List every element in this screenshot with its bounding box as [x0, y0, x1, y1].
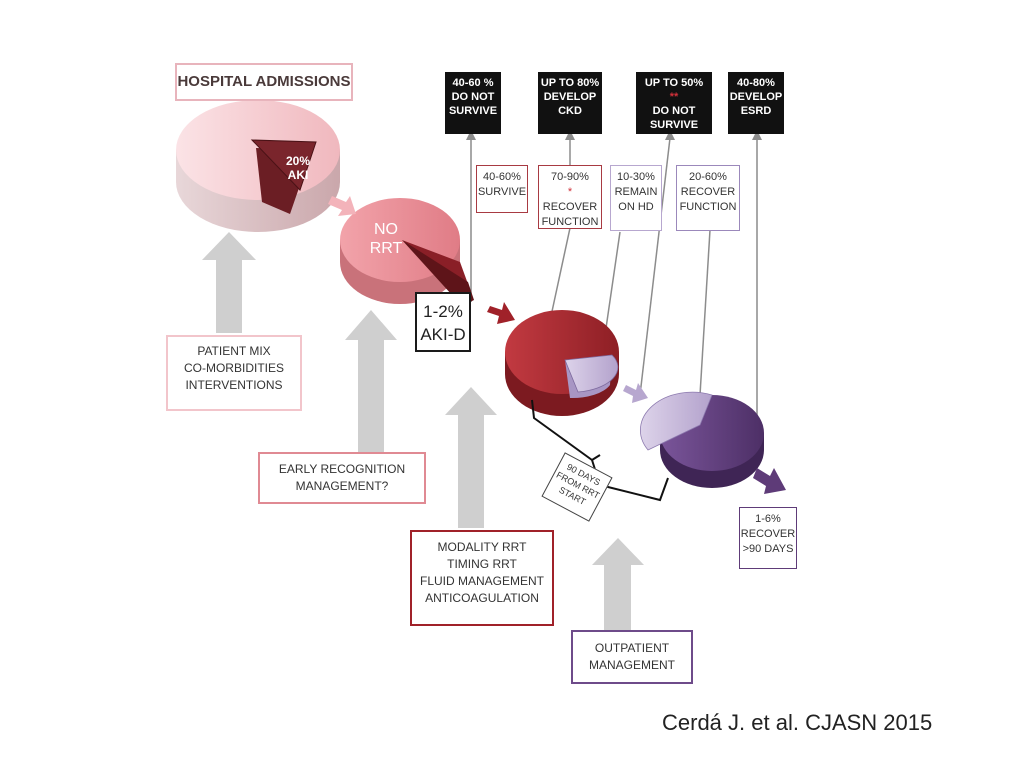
up-arrow-outpatient [592, 538, 644, 630]
up-arrow-modality [445, 387, 497, 528]
up-arrow-patient [202, 232, 256, 333]
arrow-aki-to-norrt [328, 196, 356, 216]
connector-lines [470, 137, 758, 425]
label-aki: 20% AKI [285, 154, 311, 182]
label-no-rrt-line1: NO [374, 221, 398, 238]
arrow-90d-to-recover [753, 468, 786, 494]
up-arrow-early [345, 310, 397, 453]
arrow-akid-to-90d [623, 383, 648, 403]
citation: Cerdá J. et al. CJASN 2015 [662, 710, 933, 735]
pie-no-rrt [340, 198, 474, 306]
progression-arrows [328, 196, 786, 494]
connector-arrowheads [466, 130, 762, 140]
pie-aki-d [505, 310, 619, 416]
hospital-admissions-title: HOSPITAL ADMISSIONS [175, 63, 353, 101]
pie-ninety-days [639, 391, 764, 488]
label-no-rrt: NO RRT [366, 220, 406, 258]
arrow-norrt-to-akid [487, 302, 515, 324]
label-aki-d: 1-2% AKI-D [415, 292, 471, 352]
outcome-recover-late: 1-6%RECOVER>90 DAYS [739, 507, 797, 569]
gray-up-arrows [202, 232, 644, 630]
pie-slice-aki [250, 139, 317, 214]
label-no-rrt-line2: RRT [369, 240, 403, 257]
outcome-survive: 40-60%SURVIVE [476, 165, 528, 213]
